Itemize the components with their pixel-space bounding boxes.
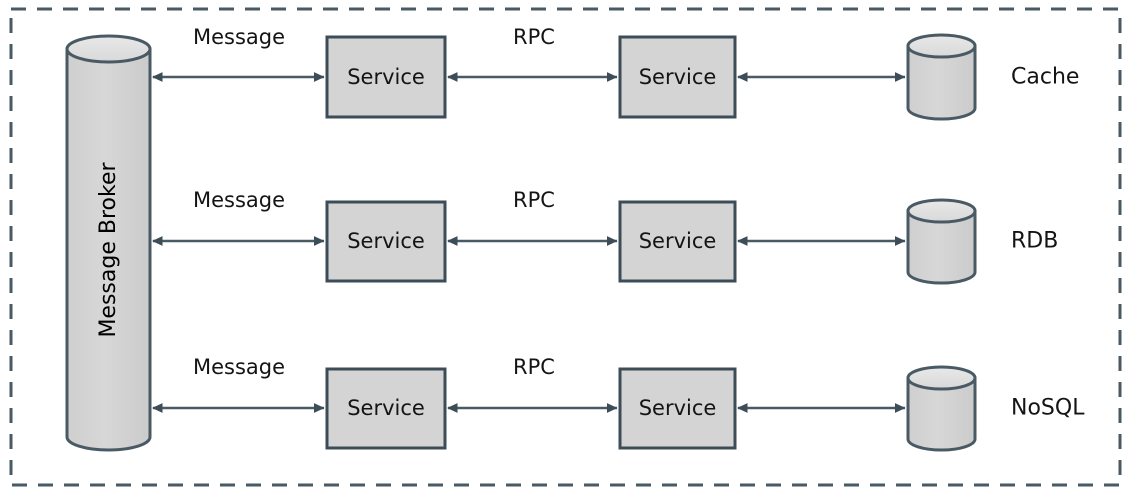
row-rdb-service-b[interactable] — [618, 200, 737, 283]
message-broker-node[interactable]: Message Broker — [65, 34, 152, 452]
row-nosql-store-node[interactable] — [906, 365, 977, 452]
row-nosql: Message Service RPC Service NoSQL — [152, 355, 1085, 452]
row-cache-service-b-label: Service — [639, 65, 717, 89]
row-rdb-store-label: RDB — [1011, 229, 1058, 254]
row-cache-service-a[interactable] — [325, 35, 447, 119]
row-rdb-service-a-label: Service — [347, 229, 425, 253]
row-rdb-rpc-label: RPC — [513, 188, 555, 212]
diagram-boundary — [9, 7, 1122, 487]
row-cache-store-node[interactable] — [906, 33, 977, 121]
row-nosql-store-top — [906, 365, 977, 391]
message-broker-top — [65, 34, 152, 64]
row-cache-rpc-label: RPC — [513, 25, 555, 49]
row-nosql-rpc-label: RPC — [513, 355, 555, 379]
row-nosql-message-label: Message — [193, 355, 285, 379]
message-broker-body — [65, 47, 152, 452]
row-rdb: Message Service RPC Service RDB — [152, 188, 1058, 285]
row-rdb-service-a[interactable] — [325, 200, 447, 283]
row-nosql-service-a[interactable] — [325, 367, 447, 450]
row-rdb-store-body — [906, 209, 977, 285]
row-cache-service-b[interactable] — [618, 35, 737, 119]
row-cache-service-a-label: Service — [347, 65, 425, 89]
row-rdb-store-node[interactable] — [906, 198, 977, 285]
row-rdb-message-label: Message — [193, 188, 285, 212]
row-cache: Message Service RPC Service Cache — [152, 25, 1079, 121]
row-rdb-store-top — [906, 198, 977, 224]
row-cache-store-body — [906, 44, 977, 121]
row-nosql-store-label: NoSQL — [1011, 396, 1085, 421]
row-nosql-service-a-label: Service — [347, 396, 425, 420]
row-nosql-service-b[interactable] — [618, 367, 737, 450]
message-broker-label: Message Broker — [96, 162, 121, 338]
row-cache-store-top — [906, 33, 977, 59]
row-rdb-service-b-label: Service — [639, 229, 717, 253]
row-nosql-service-b-label: Service — [639, 396, 717, 420]
row-nosql-store-body — [906, 376, 977, 452]
row-cache-store-label: Cache — [1011, 65, 1079, 90]
row-cache-message-label: Message — [193, 25, 285, 49]
